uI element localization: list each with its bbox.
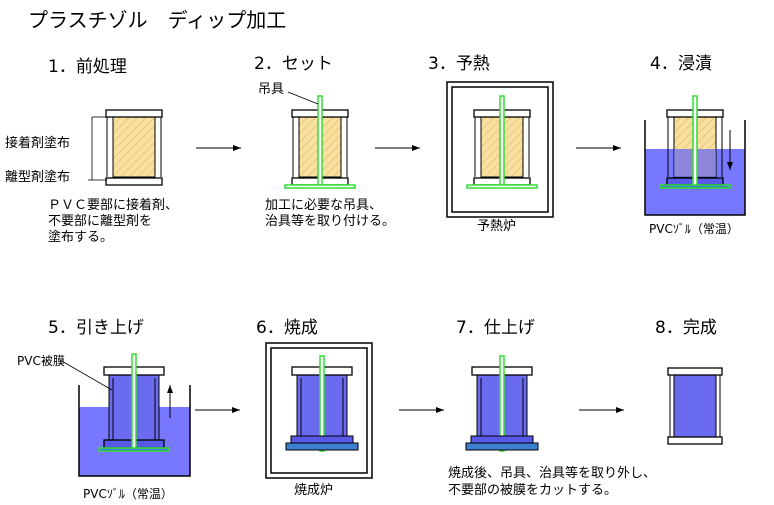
step-7-note-line-2: 不要部の被膜をカットする。 <box>448 483 618 498</box>
coating-range-bracket <box>88 116 107 181</box>
step-7-note-line-1: 焼成後、吊具、治具等を取り外し、 <box>448 466 657 481</box>
step-5-part <box>98 353 170 452</box>
preheat-oven-label: 予熱炉 <box>477 219 517 234</box>
page-title: プラスチゾル ディップ加工 <box>28 8 287 32</box>
sintering-oven <box>265 342 373 479</box>
sol-label-step-4: PVCｿﾞﾙ（常温） <box>649 222 739 236</box>
step-2-note-line-2: 治具等を取り付ける。 <box>265 214 396 229</box>
step-6-label: 6．焼成 <box>256 318 318 338</box>
pvc-film-label: PVC被膜 <box>17 354 65 368</box>
step-2-note-line-1: 加工に必要な吊具、 <box>265 198 383 213</box>
adhesive-label: 接着剤塗布 <box>5 136 71 151</box>
step-4-label: 4．浸漬 <box>650 54 712 74</box>
step-7-label: 7．仕上げ <box>456 318 535 338</box>
step-8-label: 8．完成 <box>655 318 717 338</box>
release-agent-label: 離型剤塗布 <box>5 170 71 185</box>
step-7-part <box>465 355 539 452</box>
step-1-note-line-1: ＰＶＣ要部に接着剤、 <box>48 198 179 213</box>
pvc-film-leader-line <box>59 359 113 391</box>
step-3-part <box>466 95 538 189</box>
hanger-leader-line <box>287 91 319 105</box>
step-2-part <box>284 95 356 189</box>
step-1-label: 1．前処理 <box>48 57 127 77</box>
step-6-part <box>285 355 359 452</box>
finished-part <box>667 367 723 445</box>
hanger-label: 吊具 <box>258 82 285 97</box>
sol-label-step-5: PVCｿﾞﾙ（常温） <box>83 487 173 501</box>
preheat-oven <box>446 81 554 218</box>
step-1-note-line-3: 塗布する。 <box>48 230 114 245</box>
step-2-label: 2．セット <box>254 54 333 74</box>
step-3-label: 3．予熱 <box>428 54 490 74</box>
step-1-part <box>105 109 163 186</box>
step-5-label: 5．引き上げ <box>48 318 144 338</box>
sintering-oven-label: 焼成炉 <box>294 483 334 498</box>
step-4-part <box>659 95 731 189</box>
step-1-note-line-2: 不要部に離型剤を <box>48 214 153 229</box>
